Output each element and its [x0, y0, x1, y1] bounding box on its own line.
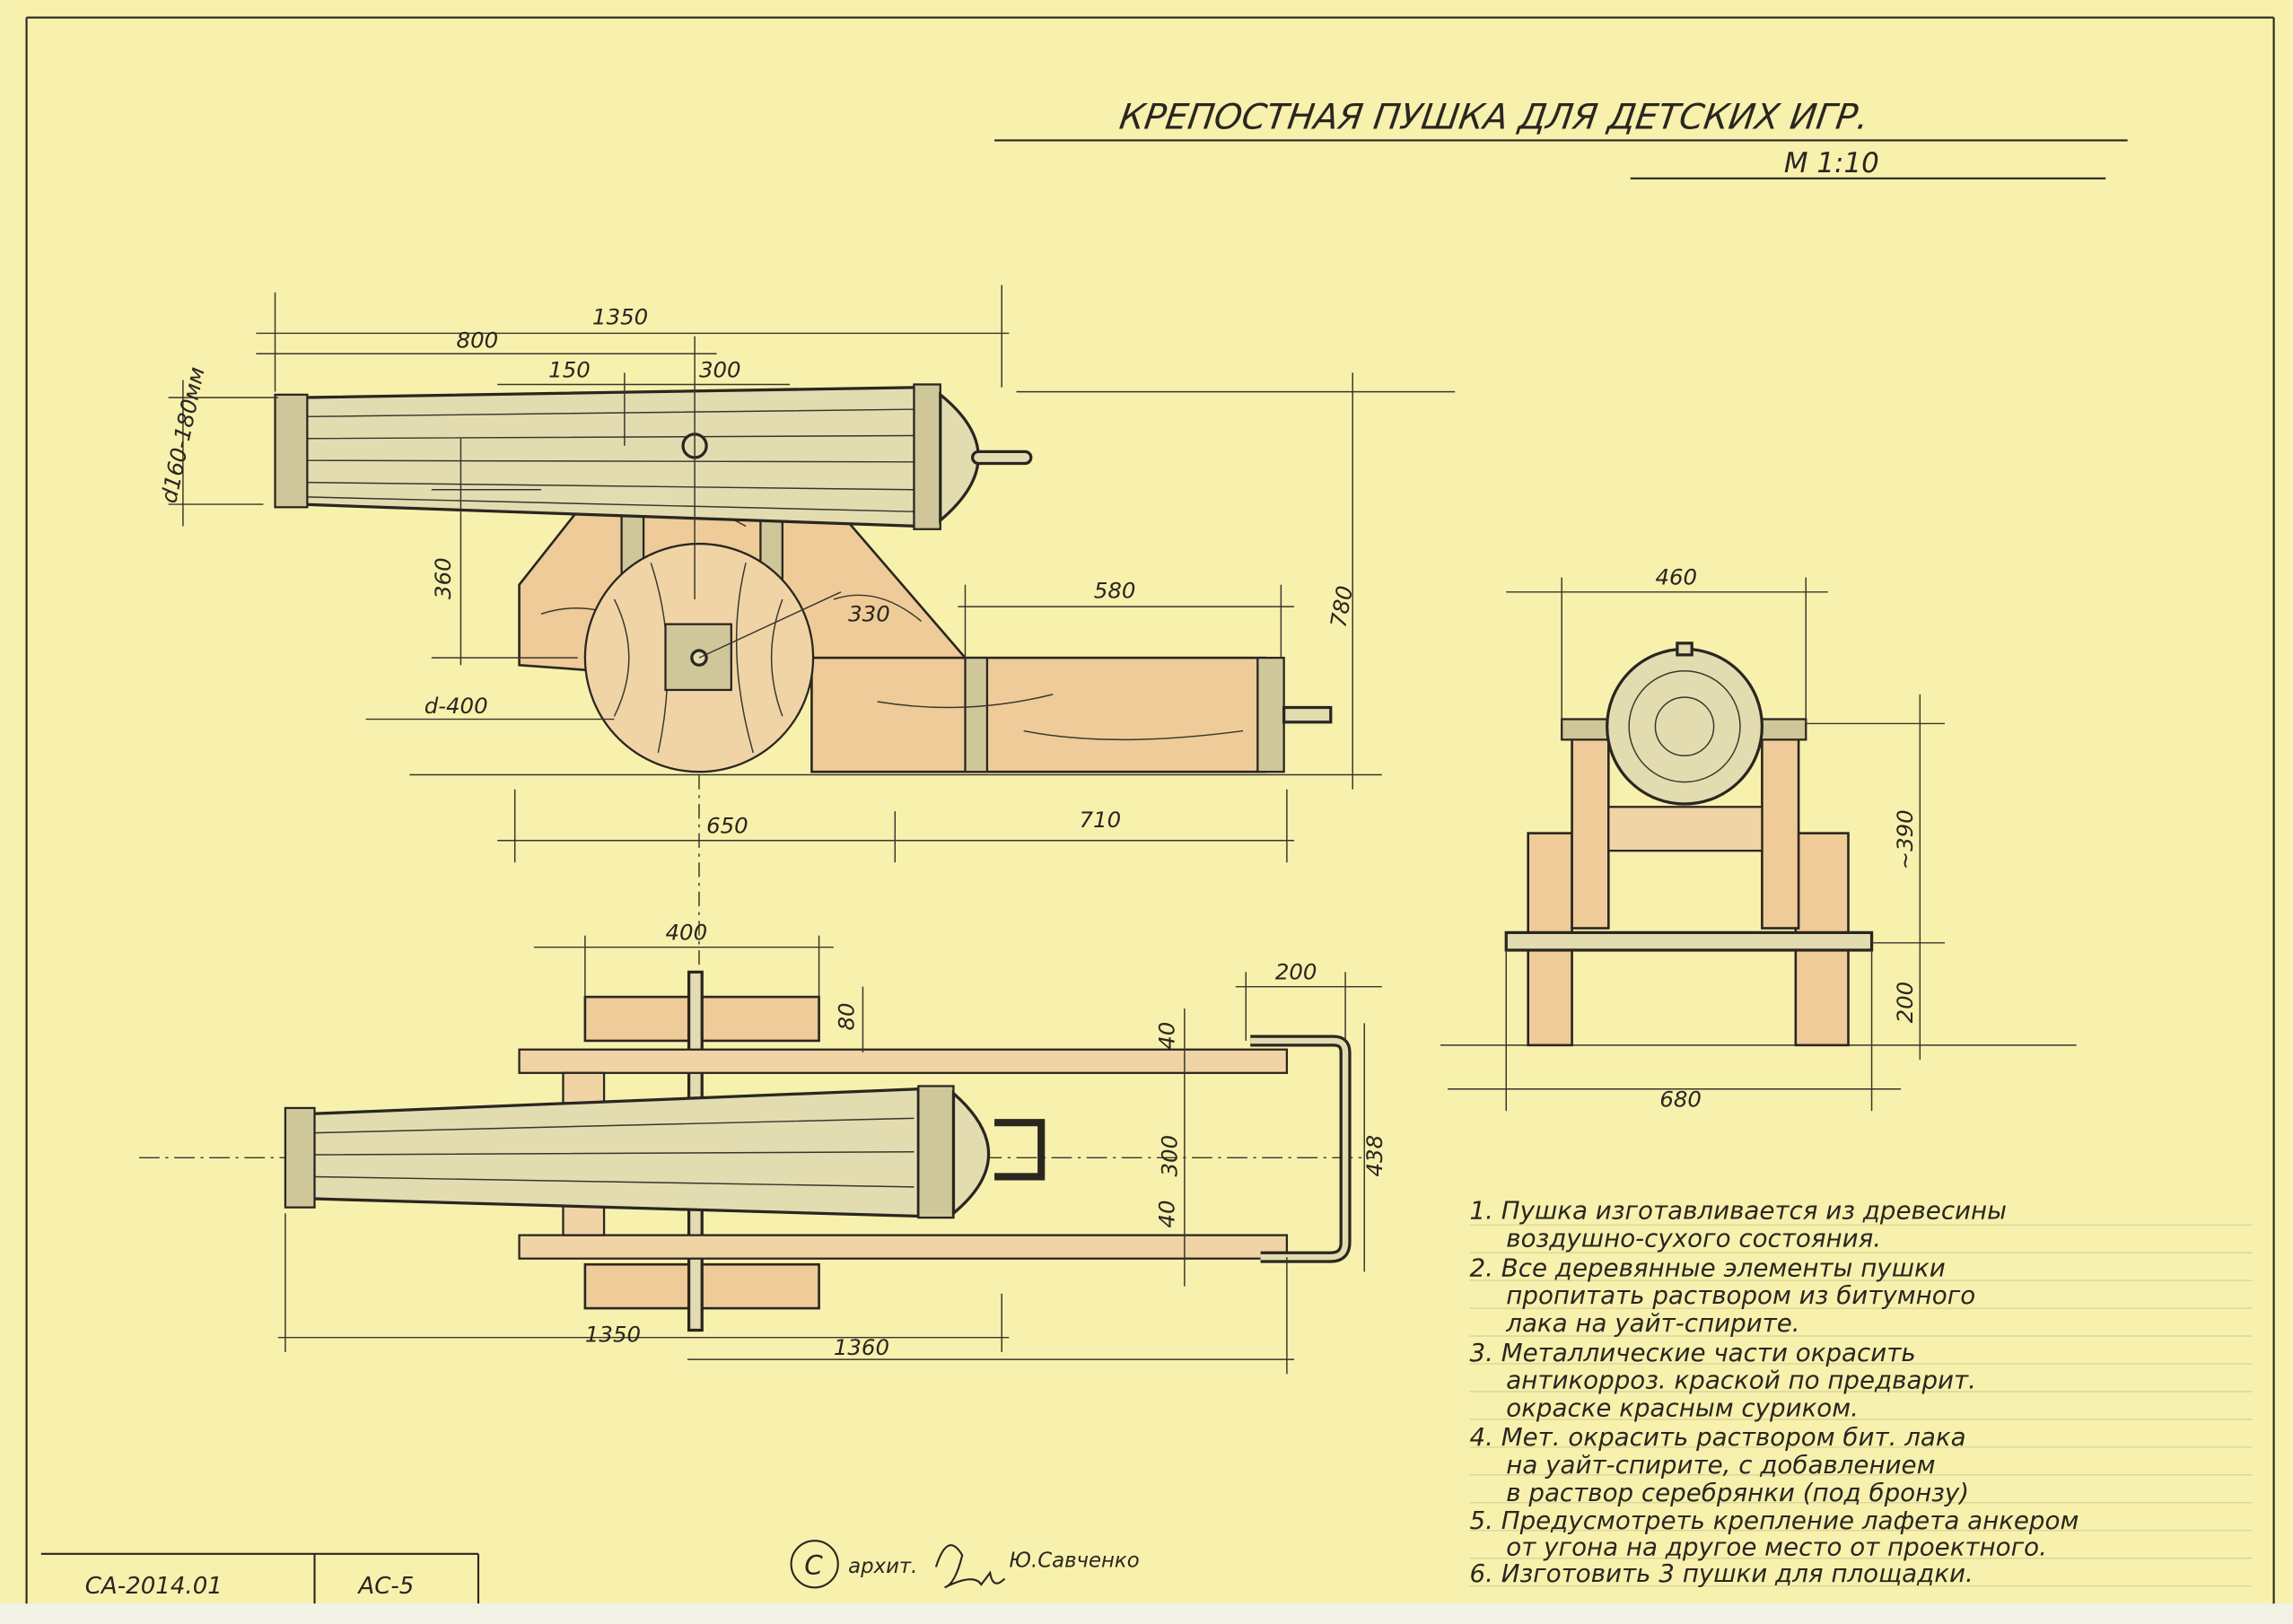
dim-200-top: 200: [1275, 959, 1317, 985]
note-line: 5. Предусмотреть крепление лафета анкеро…: [1470, 1506, 2079, 1535]
side-view: 1350 800 150 300 d160-180мм 360 330 580: [155, 284, 1456, 965]
dim-360: 360: [430, 557, 456, 599]
note-line: в раствор серебрянки (под бронзу): [1506, 1478, 1969, 1507]
dim-330: 330: [848, 600, 890, 626]
trail-beam: [810, 656, 1266, 773]
dim-390: ~390: [1892, 809, 1918, 869]
note-line: окраске красным суриком.: [1506, 1393, 1859, 1423]
sheet-frame: [25, 16, 2275, 1604]
barrel-muzzle-front: [1606, 647, 1764, 806]
dim-400: 400: [666, 920, 708, 946]
note-line: от угона на другое место от проектного.: [1506, 1532, 2047, 1561]
note-line: воздушно-сухого состояния.: [1506, 1224, 1881, 1253]
author-prefix: архит.: [848, 1555, 917, 1578]
dim-438: 438: [1361, 1135, 1387, 1177]
dim-300: 300: [699, 356, 741, 382]
author-signature: С архит. Ю.Савченко: [790, 1540, 1140, 1589]
dim-680: 680: [1659, 1086, 1702, 1112]
dim-80: 80: [834, 1002, 860, 1030]
dim-150: 150: [548, 356, 591, 382]
dim-650: 650: [706, 813, 748, 839]
dim-40-lower: 40: [1153, 1200, 1179, 1227]
front-view: 460 ~390 200 680: [1440, 564, 2077, 1112]
dim-1350: 1350: [592, 304, 648, 330]
dim-710: 710: [1080, 807, 1122, 833]
front-dimensions: 460 ~390 200 680: [1448, 564, 1946, 1112]
dim-800: 800: [457, 327, 499, 354]
dim-1350-top: 1350: [585, 1322, 641, 1348]
dim-1360: 1360: [834, 1334, 889, 1360]
author-name: Ю.Савченко: [1009, 1549, 1139, 1572]
drawing-scale: М 1:10: [1784, 147, 1879, 179]
barrel-side: [298, 386, 920, 528]
note-line: 1. Пушка изготавливается из древесины: [1470, 1196, 2007, 1226]
dim-40-upper: 40: [1153, 1022, 1179, 1050]
drawing-code: СА-2014.01: [85, 1573, 223, 1600]
note-line: 2. Все деревянные элементы пушки: [1470, 1253, 1946, 1282]
top-view: 400 80 200 40 300 40 438 1350 1360: [139, 920, 1387, 1375]
dim-wheel-diameter: d-400: [424, 693, 488, 719]
note-line: 3. Металлические части окрасить: [1470, 1338, 1916, 1367]
note-line: на уайт-спирите, с добавлением: [1506, 1450, 1935, 1480]
title-block-header: КРЕПОСТНАЯ ПУШКА ДЛЯ ДЕТСКИХ ИГР. М 1:10: [994, 98, 2128, 179]
copyright-mark: С: [804, 1550, 823, 1581]
dim-580: 580: [1094, 577, 1136, 603]
title-block: СА-2014.01 АС-5: [40, 1552, 480, 1604]
note-line: антикорроз. краской по предварит.: [1506, 1366, 1976, 1395]
drawing-title: КРЕПОСТНАЯ ПУШКА ДЛЯ ДЕТСКИХ ИГР.: [1117, 98, 1871, 138]
dim-300-top: 300: [1157, 1135, 1183, 1177]
signature: [934, 1544, 1006, 1589]
sheet-number: АС-5: [356, 1573, 414, 1600]
note-line: 4. Мет. окрасить раствором бит. лака: [1470, 1422, 1966, 1452]
note-line: лака на уайт-спирите.: [1505, 1308, 1799, 1338]
dim-460: 460: [1655, 564, 1697, 590]
dim-200-front: 200: [1892, 982, 1918, 1024]
bottom-strip: [0, 1603, 2293, 1624]
notes-block: 1. Пушка изготавливается из древесины во…: [1469, 1196, 2253, 1588]
note-line: пропитать раствором из битумного: [1506, 1280, 1975, 1310]
note-line: 6. Изготовить 3 пушки для площадки.: [1470, 1559, 1974, 1588]
top-dimensions: 400 80 200 40 300 40 438 1350 1360: [277, 920, 1387, 1375]
